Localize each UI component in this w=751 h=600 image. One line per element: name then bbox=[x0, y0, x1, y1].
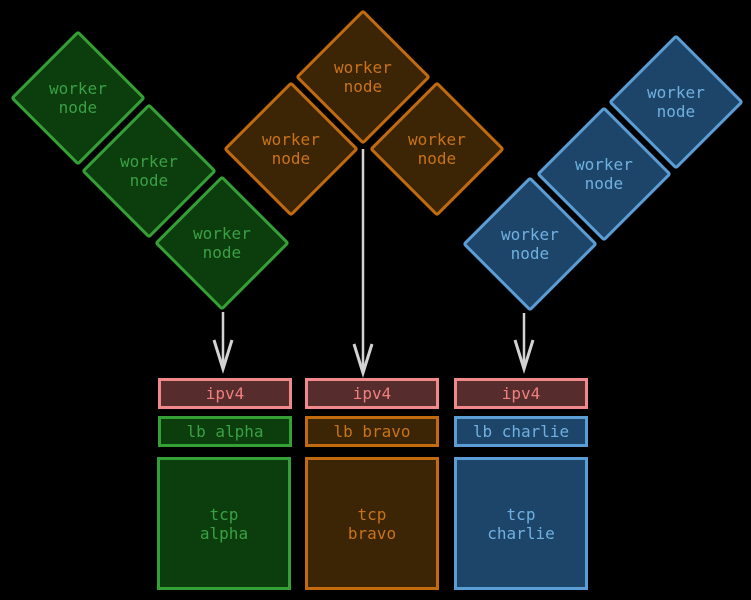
ipv4-label: ipv4 bbox=[205, 384, 245, 403]
ipv4-box-bravo: ipv4 bbox=[305, 378, 439, 409]
tcp-label: tcp alpha bbox=[199, 504, 249, 543]
worker-node-label: worker node bbox=[501, 224, 559, 263]
arrow-bravo bbox=[352, 149, 374, 379]
ipv4-label: ipv4 bbox=[352, 384, 392, 403]
tcp-box-alpha: tcp alpha bbox=[157, 457, 291, 590]
worker-node-label: worker node bbox=[575, 154, 633, 193]
ipv4-label: ipv4 bbox=[501, 384, 541, 403]
worker-node-label: worker node bbox=[647, 82, 705, 121]
ipv4-box-charlie: ipv4 bbox=[454, 378, 588, 409]
arrow-charlie bbox=[513, 313, 535, 375]
tcp-box-bravo: tcp bravo bbox=[305, 457, 439, 590]
lb-box-alpha: lb alpha bbox=[158, 416, 292, 447]
worker-node-label: worker node bbox=[120, 151, 178, 190]
tcp-box-charlie: tcp charlie bbox=[454, 457, 588, 590]
worker-node-label: worker node bbox=[262, 129, 320, 168]
lb-box-charlie: lb charlie bbox=[454, 416, 588, 447]
worker-node-label: worker node bbox=[334, 57, 392, 96]
tcp-label: tcp charlie bbox=[487, 504, 555, 543]
worker-node-label: worker node bbox=[49, 78, 107, 117]
tcp-label: tcp bravo bbox=[347, 504, 397, 543]
lb-label: lb alpha bbox=[186, 422, 264, 441]
lb-box-bravo: lb bravo bbox=[305, 416, 439, 447]
worker-node-label: worker node bbox=[408, 129, 466, 168]
worker-node-label: worker node bbox=[193, 223, 251, 262]
lb-label: lb bravo bbox=[333, 422, 411, 441]
arrow-alpha bbox=[212, 312, 234, 375]
ipv4-box-alpha: ipv4 bbox=[158, 378, 292, 409]
lb-label: lb charlie bbox=[472, 422, 570, 441]
